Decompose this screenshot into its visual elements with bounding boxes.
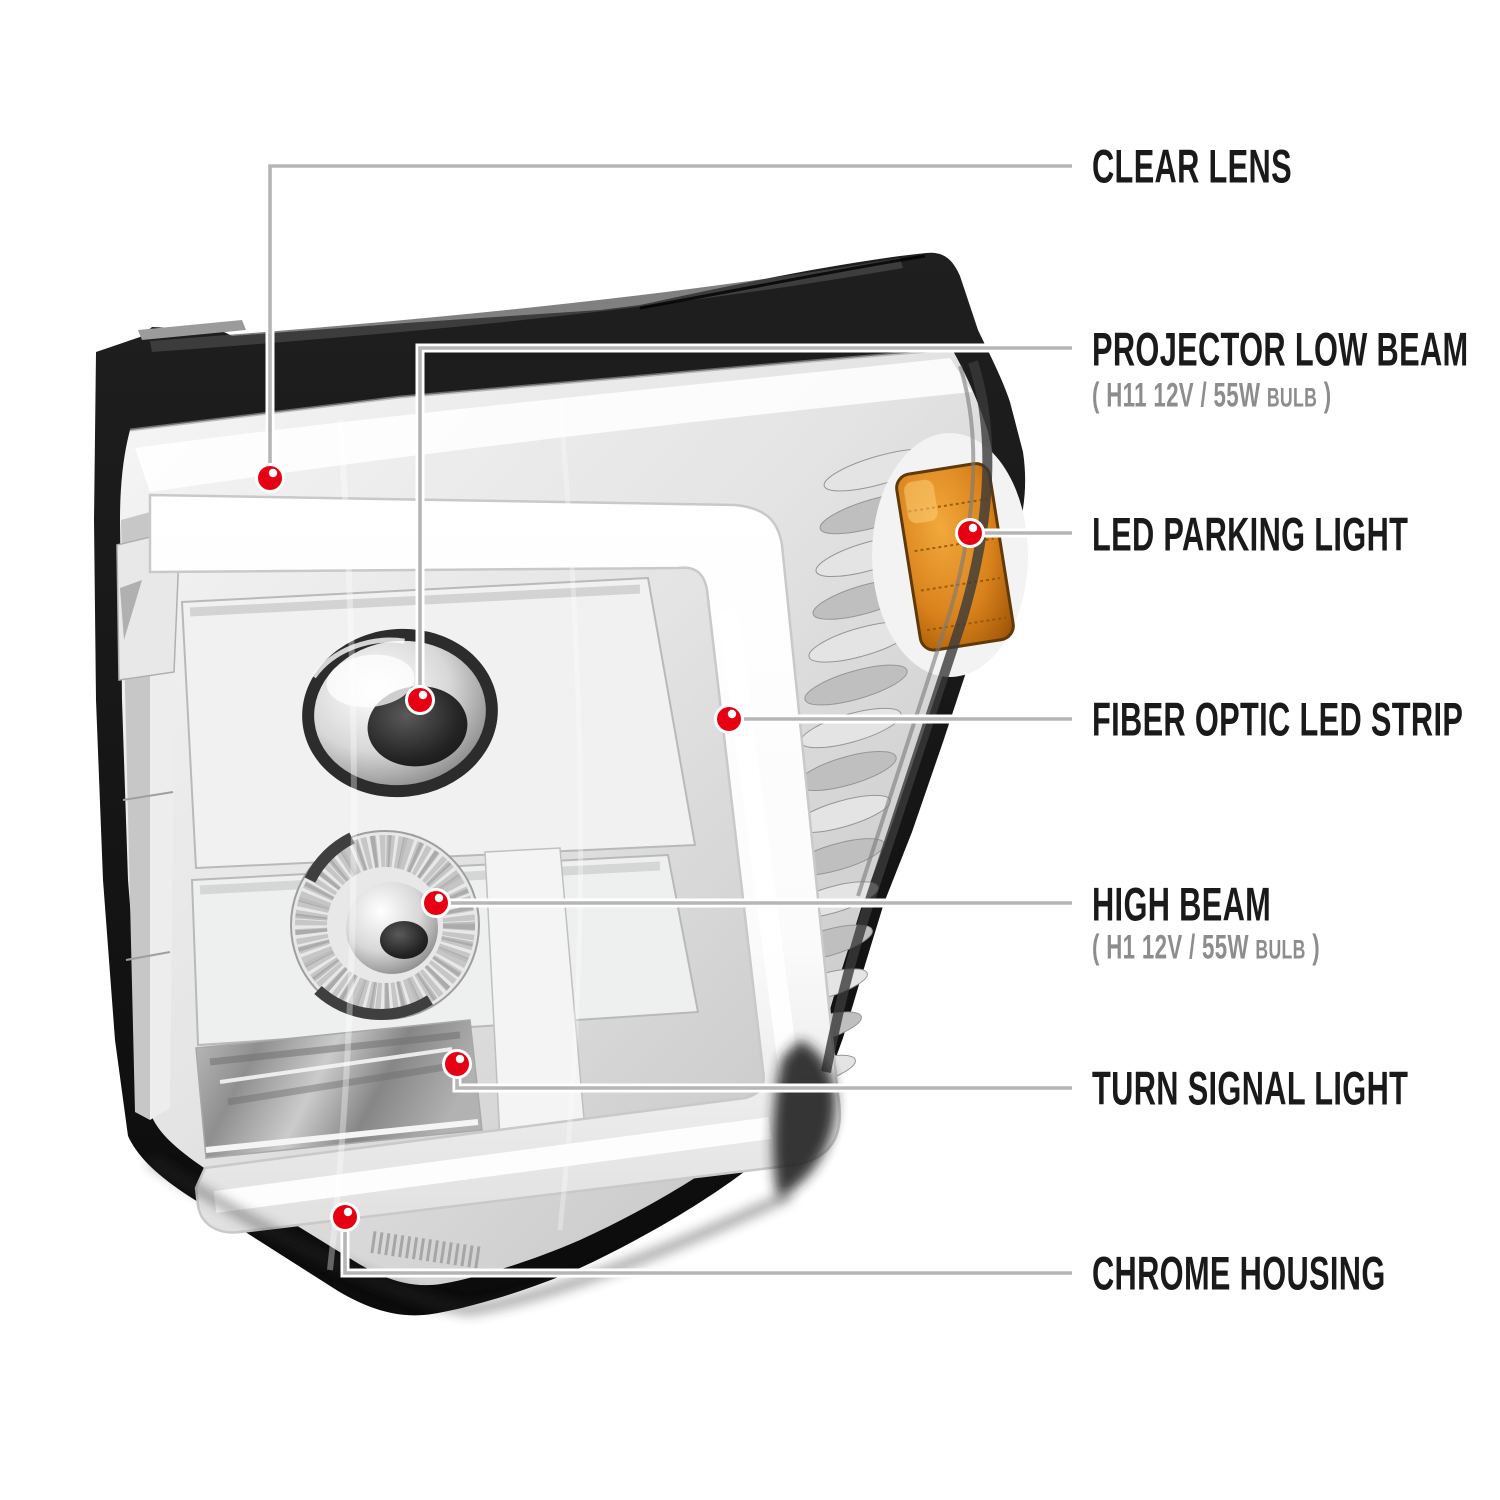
callout-dot-highlight-projector-low-beam: [418, 690, 428, 700]
led-tube-highlight-top: [161, 501, 719, 535]
callout-line-projector-low-beam: [418, 346, 1072, 700]
callout-dot-projector-low-beam: [408, 688, 432, 712]
glass-streak-2: [557, 399, 584, 1231]
bottom-rim-shade: [147, 1156, 792, 1315]
callout-dot-highlight-turn-signal-light: [455, 1054, 465, 1064]
cap-gloss: [150, 258, 903, 352]
glass-streak-1: [327, 419, 357, 1271]
led-tube: [148, 493, 842, 1234]
callout-dot-highlight-high-beam: [434, 893, 444, 903]
fin-edge-line: [639, 254, 926, 310]
callout-dot-high-beam: [424, 891, 448, 915]
turn-signal-streak-3: [219, 1047, 453, 1084]
upper-left-notch: [120, 580, 142, 640]
callout-line-casing-clear-lens: [265, 161, 1072, 478]
right-dark-seam: [821, 360, 993, 1073]
turn-signal-streak-2: [227, 1059, 471, 1106]
callout-dot-highlight-clear-lens: [268, 468, 278, 478]
cap-under-shadow: [129, 347, 953, 432]
bottom-right-shadow: [773, 1040, 836, 1198]
callout-dot-led-parking-light: [958, 521, 982, 545]
callout-line-clear-lens: [268, 164, 1072, 478]
led-tube-highlight-right: [718, 608, 800, 1082]
callout-dot-clear-lens: [258, 466, 282, 490]
callout-dot-highlight-led-parking-light: [968, 523, 978, 533]
high-beam-projector: [290, 830, 480, 1020]
cap-sliver: [138, 320, 246, 340]
callout-dot-highlight-chrome-housing: [343, 1207, 353, 1217]
callout-dot-highlight-fiber-optic-led-strip: [727, 709, 737, 719]
callout-dot-fiber-optic-led-strip: [717, 707, 741, 731]
bottom-hatch-strip: [370, 1231, 484, 1269]
led-tube-highlight-bottom: [213, 1117, 772, 1213]
top-highlight-band: [135, 358, 972, 492]
callout-line-chrome-housing: [343, 1217, 1072, 1275]
callout-line-casing-chrome-housing: [340, 1217, 1072, 1278]
low-beam-pocket-shade: [189, 584, 641, 617]
turn-signal-streak-1: [209, 1031, 461, 1066]
right-dark-seam-inner: [856, 365, 976, 897]
low-beam-projector: [302, 628, 498, 798]
callout-line-casing-turn-signal-light: [452, 1064, 1072, 1093]
turn-signal-band-edge: [205, 1119, 479, 1153]
callout-dot-turn-signal-light: [445, 1052, 469, 1076]
callout-dot-chrome-housing: [333, 1205, 357, 1229]
